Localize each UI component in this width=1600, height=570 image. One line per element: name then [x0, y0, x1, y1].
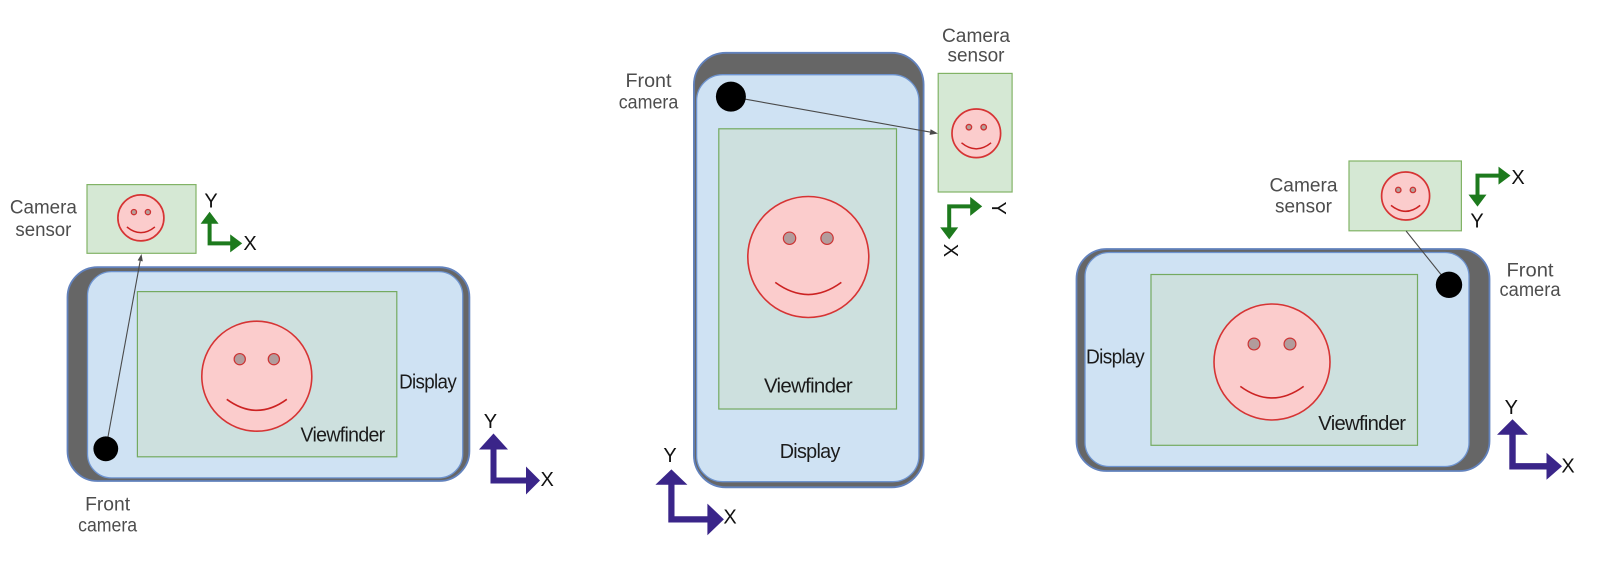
svg-text:Y: Y [987, 202, 1009, 215]
svg-text:Viewfinder: Viewfinder [1318, 413, 1406, 435]
svg-text:sensor: sensor [1275, 197, 1333, 218]
svg-text:Y: Y [1505, 397, 1518, 419]
svg-text:sensor: sensor [15, 220, 72, 241]
svg-text:X: X [1561, 456, 1574, 478]
svg-text:Y: Y [204, 191, 217, 213]
svg-text:camera: camera [619, 92, 679, 113]
svg-text:Front: Front [85, 495, 131, 516]
svg-text:Viewfinder: Viewfinder [301, 425, 386, 447]
svg-text:X: X [1511, 167, 1524, 189]
svg-text:Display: Display [780, 441, 841, 463]
svg-text:sensor: sensor [948, 46, 1006, 67]
svg-text:Camera: Camera [942, 26, 1010, 47]
svg-text:X: X [541, 469, 554, 491]
svg-text:X: X [243, 233, 256, 255]
svg-text:Y: Y [1470, 211, 1483, 233]
svg-text:Camera: Camera [10, 198, 77, 219]
svg-text:camera: camera [1500, 280, 1561, 301]
svg-text:Front: Front [1507, 261, 1555, 282]
svg-text:X: X [723, 507, 736, 529]
svg-text:Camera: Camera [1270, 176, 1338, 197]
svg-text:camera: camera [78, 516, 137, 537]
svg-text:Display: Display [1086, 347, 1145, 369]
svg-text:Y: Y [663, 445, 676, 467]
svg-text:Display: Display [399, 372, 457, 394]
svg-text:Y: Y [484, 411, 497, 433]
svg-text:Front: Front [626, 71, 673, 92]
svg-text:X: X [939, 244, 961, 257]
svg-text:Viewfinder: Viewfinder [764, 376, 853, 398]
